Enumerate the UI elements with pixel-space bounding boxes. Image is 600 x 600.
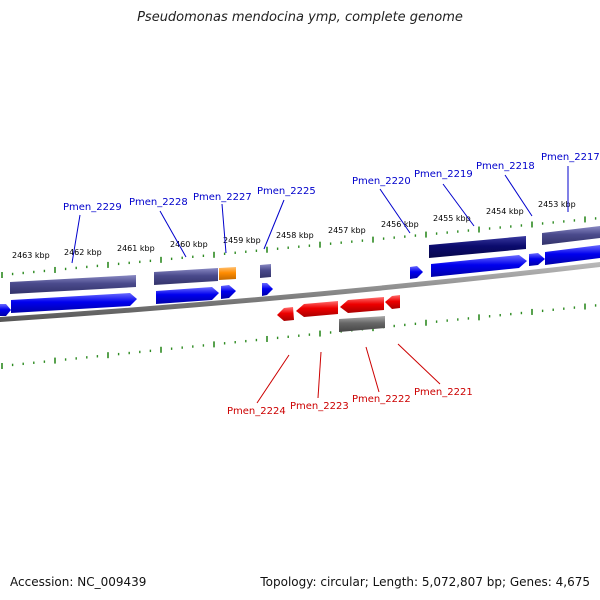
forward-cds-track (10, 226, 600, 294)
forward-gene-track (0, 245, 600, 316)
gene-label[interactable]: Pmen_2227 (193, 192, 252, 203)
cds-bar[interactable] (10, 275, 136, 294)
forward-scale-ticks (1, 216, 597, 278)
forward-label-leaders (71, 166, 569, 264)
gene-label[interactable]: Pmen_2222 (352, 394, 411, 405)
gene-arrow-reverse[interactable] (385, 295, 400, 309)
gene-label[interactable]: Pmen_2228 (129, 197, 188, 208)
cds-bar-orange[interactable] (219, 267, 236, 280)
gene-label[interactable]: Pmen_2223 (290, 401, 349, 412)
gene-arrow-forward[interactable] (156, 287, 219, 304)
gene-arrow-forward[interactable] (11, 293, 137, 313)
gene-arrow-forward[interactable] (545, 245, 600, 265)
genome-backbone (0, 262, 600, 322)
gene-label[interactable]: Pmen_2225 (257, 186, 316, 197)
gene-label[interactable]: Pmen_2229 (63, 202, 122, 213)
gene-arrow-reverse[interactable] (277, 307, 294, 321)
forward-gene-labels: Pmen_2229 Pmen_2228 Pmen_2227 Pmen_2225 … (63, 152, 600, 213)
scale-label: 2453 kbp (538, 200, 576, 209)
leader-line (159, 210, 187, 258)
scale-label: 2457 kbp (328, 226, 366, 235)
scale-label: 2455 kbp (433, 214, 471, 223)
cds-bar-reverse[interactable] (339, 316, 385, 332)
reverse-gene-labels: Pmen_2224 Pmen_2223 Pmen_2222 Pmen_2221 (227, 387, 473, 417)
scale-label: 2462 kbp (64, 248, 102, 257)
scale-label: 2463 kbp (12, 251, 50, 260)
gene-arrow-reverse[interactable] (296, 301, 338, 317)
leader-line (365, 346, 380, 393)
scale-label: 2454 kbp (486, 207, 524, 216)
gene-label[interactable]: Pmen_2217 (541, 152, 600, 163)
gene-arrow-forward[interactable] (431, 255, 527, 277)
cds-bar[interactable] (542, 226, 600, 245)
cds-bar[interactable] (260, 264, 271, 278)
gene-arrow-forward[interactable] (529, 253, 545, 266)
cds-bar-highlight[interactable] (429, 236, 526, 258)
scale-label: 2459 kbp (223, 236, 261, 245)
cds-bar[interactable] (154, 268, 218, 285)
gene-arrow-forward[interactable] (0, 304, 11, 316)
leader-line (256, 354, 290, 404)
gene-arrow-reverse[interactable] (340, 297, 384, 313)
gene-label[interactable]: Pmen_2221 (414, 387, 473, 398)
gene-label[interactable]: Pmen_2218 (476, 161, 535, 172)
topology-text: Topology: circular; Length: 5,072,807 bp… (260, 575, 590, 589)
leader-line (263, 199, 285, 250)
leader-line (221, 203, 227, 254)
gene-arrow-forward[interactable] (262, 283, 273, 296)
scale-label: 2461 kbp (117, 244, 155, 253)
gene-arrow-forward[interactable] (221, 285, 236, 299)
leader-line (504, 174, 533, 217)
gene-label[interactable]: Pmen_2224 (227, 406, 286, 417)
map-title: Pseudomonas mendocina ymp, complete geno… (137, 10, 463, 25)
scale-label: 2456 kbp (381, 220, 419, 229)
gene-label[interactable]: Pmen_2220 (352, 176, 411, 187)
reverse-gene-track (277, 295, 400, 321)
reverse-label-leaders (256, 343, 441, 404)
leader-line (379, 188, 411, 234)
leader-line (442, 183, 475, 227)
leader-line (397, 343, 441, 385)
gene-arrow-forward[interactable] (410, 266, 423, 279)
leader-line (71, 214, 81, 264)
scale-label: 2458 kbp (276, 231, 314, 240)
leader-line (317, 351, 322, 399)
scale-label: 2460 kbp (170, 240, 208, 249)
gene-label[interactable]: Pmen_2219 (414, 169, 473, 180)
scale-labels: 2463 kbp 2462 kbp 2461 kbp 2460 kbp 2459… (12, 200, 576, 260)
accession-text: Accession: NC_009439 (10, 575, 147, 589)
